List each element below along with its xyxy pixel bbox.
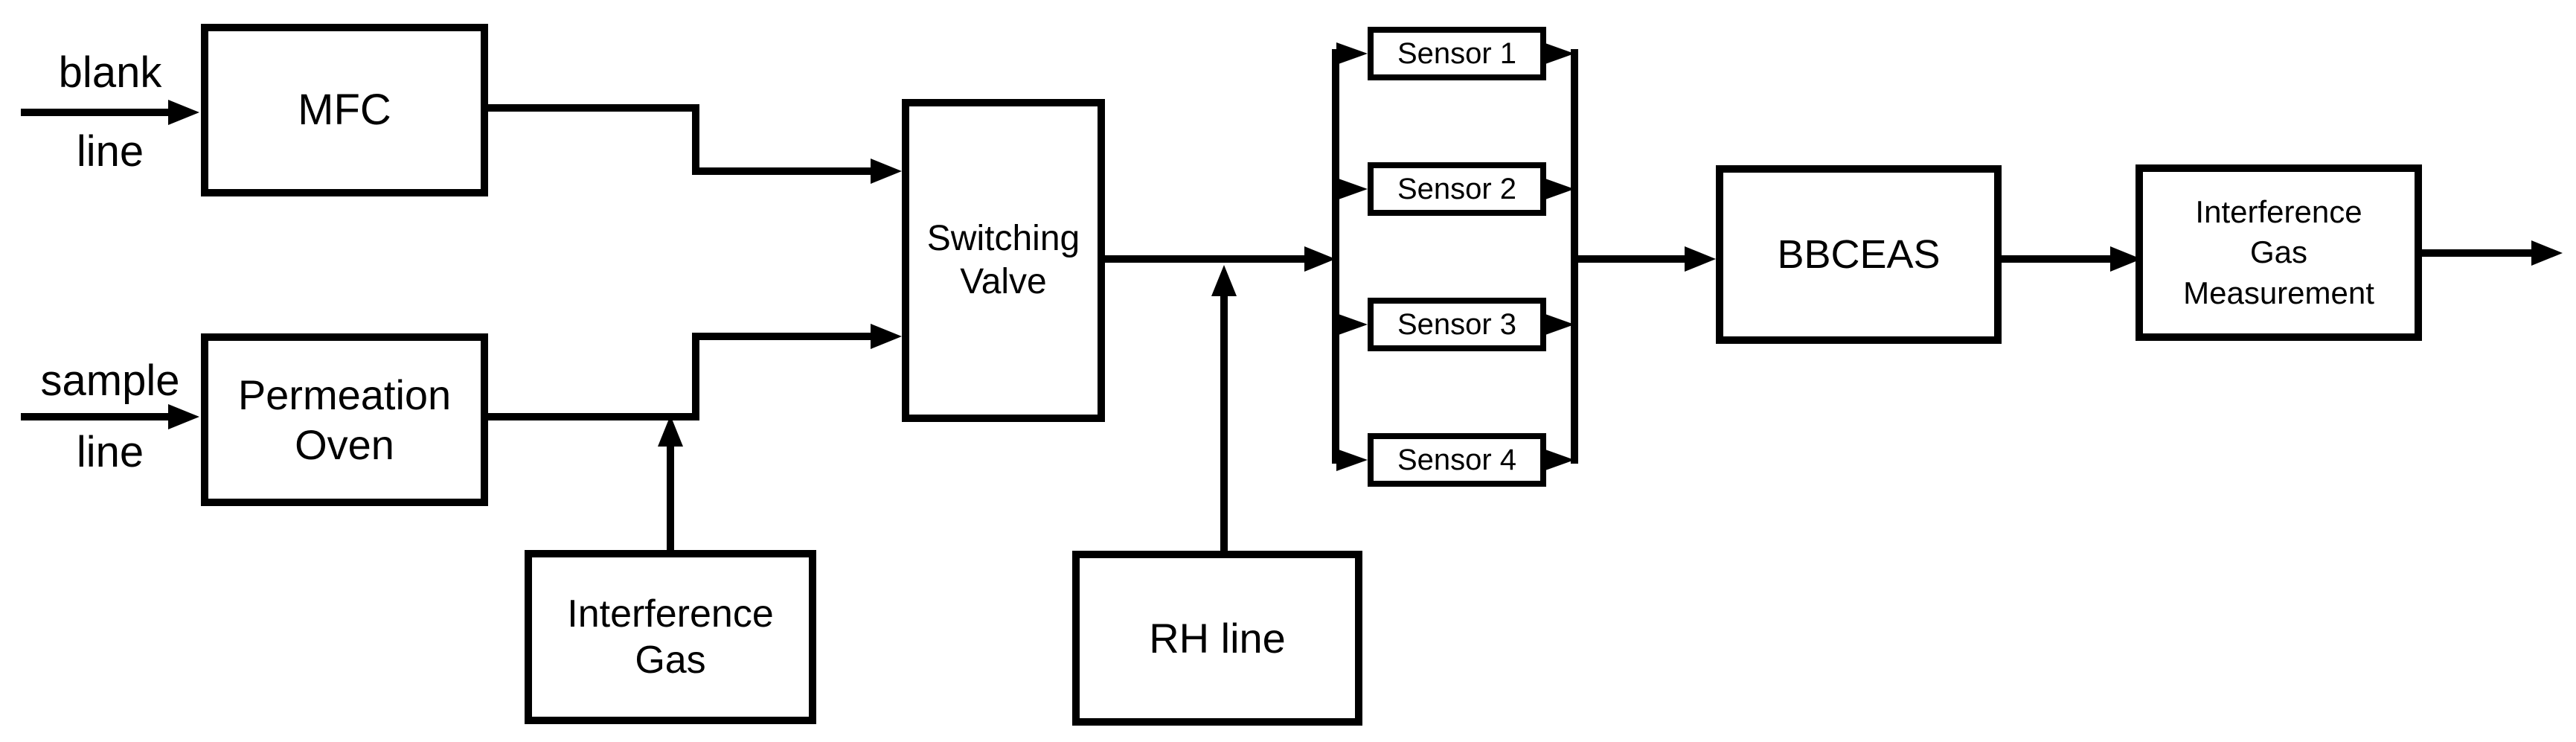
oven-to-valve-line-segment-3: [692, 333, 871, 340]
sensor-2-box: Sensor 2: [1368, 162, 1546, 216]
permeation-oven-label: Permeation Oven: [237, 371, 452, 468]
measurement-outlet-line: [2421, 249, 2533, 257]
interference-gas-box: Interference Gas: [525, 550, 816, 724]
interference-gas-label: Interference Gas: [567, 592, 774, 682]
mfc-to-valve-line-segment-2: [692, 104, 699, 175]
sensor-1-box: Sensor 1: [1368, 27, 1546, 80]
sensor-1-inlet-arrowhead: [1336, 42, 1368, 65]
interference-gas-measurement-box: Interference Gas Measurement: [2136, 164, 2422, 341]
bbceas-box: BBCEAS: [1716, 165, 2002, 344]
oven-to-valve-arrowhead: [871, 324, 902, 349]
sensor-2-outlet-arrowhead: [1543, 178, 1574, 200]
sample-inlet-line: [21, 413, 168, 420]
sensor-3-box: Sensor 3: [1368, 298, 1546, 351]
blank-inlet-label-bottom: line: [76, 127, 144, 176]
sensor-4-label: Sensor 4: [1397, 444, 1517, 476]
sample-inlet-arrowhead: [168, 404, 199, 429]
sensor-4-outlet-arrowhead: [1543, 449, 1574, 471]
bbceas-label: BBCEAS: [1777, 231, 1941, 277]
sensor-inlet-rail: [1332, 49, 1339, 464]
interference-gas-arrow-line: [667, 445, 674, 550]
sample-inlet-label-top: sample: [40, 356, 180, 405]
manifold-to-bbceas-arrowhead: [1685, 246, 1716, 272]
interference-gas-arrowhead: [658, 415, 683, 447]
valve-to-manifold-arrowhead: [1304, 246, 1336, 272]
sensor-4-box: Sensor 4: [1368, 433, 1546, 487]
blank-inlet-label-top: blank: [58, 48, 162, 97]
mfc-label: MFC: [298, 86, 391, 135]
manifold-to-bbceas-line: [1574, 255, 1686, 263]
mfc-box: MFC: [201, 24, 488, 196]
bbceas-to-measurement-line: [2002, 255, 2113, 263]
switching-valve-label: Switching Valve: [926, 219, 1080, 301]
sample-inlet-label-bottom: line: [76, 428, 144, 476]
permeation-oven-box: Permeation Oven: [201, 333, 488, 506]
sensor-2-inlet-arrowhead: [1336, 178, 1368, 200]
oven-to-valve-line-segment-2: [692, 333, 699, 420]
sensor-2-label: Sensor 2: [1397, 173, 1517, 205]
sensor-4-inlet-arrowhead: [1336, 449, 1368, 471]
interference-gas-measurement-label: Interference Gas Measurement: [2183, 194, 2374, 310]
sensor-3-label: Sensor 3: [1397, 308, 1517, 341]
blank-inlet-arrowhead: [168, 100, 199, 125]
mfc-to-valve-line-segment-1: [488, 104, 699, 112]
switching-valve-box: Switching Valve: [902, 99, 1105, 422]
mfc-to-valve-arrowhead: [871, 159, 902, 184]
valve-to-manifold-line: [1105, 255, 1304, 263]
rh-line-arrowhead: [1211, 265, 1237, 296]
oven-to-valve-line-segment-1: [488, 413, 699, 420]
mfc-to-valve-line-segment-3: [692, 167, 871, 175]
measurement-outlet-arrowhead: [2531, 240, 2563, 266]
sensor-1-outlet-arrowhead: [1543, 42, 1574, 65]
sensor-3-outlet-arrowhead: [1543, 313, 1574, 336]
rh-line-arrow-line: [1220, 293, 1228, 551]
rh-line-label: RH line: [1149, 614, 1286, 662]
sensor-1-label: Sensor 1: [1397, 37, 1517, 70]
sensor-3-inlet-arrowhead: [1336, 313, 1368, 336]
blank-inlet-line: [21, 109, 168, 116]
rh-line-box: RH line: [1072, 551, 1362, 726]
